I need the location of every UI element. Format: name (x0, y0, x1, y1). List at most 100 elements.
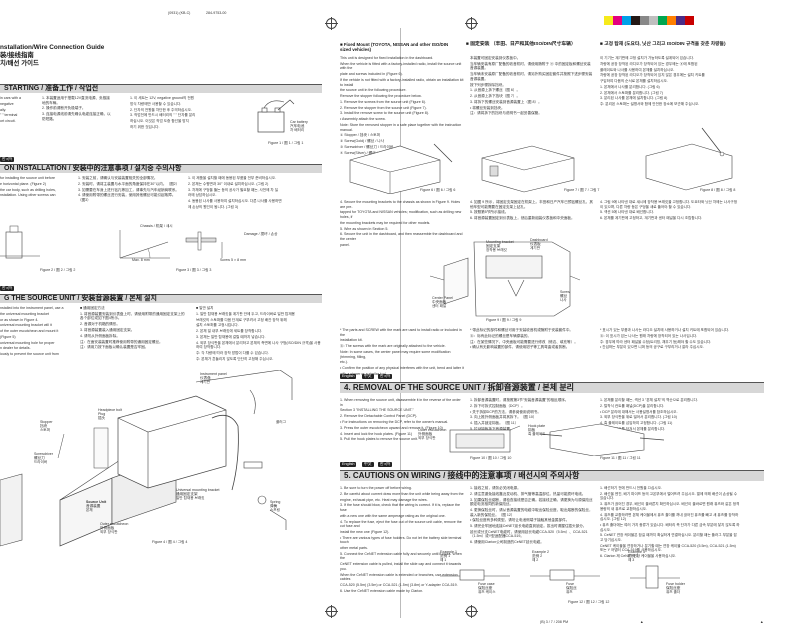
text-line: 1. 이 제품을 설치할 때에 동봉된 부품을 전부 준비하십시오. (188, 176, 277, 180)
text-line: Ⓐ：标有此标记的螺丝是车辆原装的。 (470, 333, 532, 338)
section-5-chinese: 1. 接线之前，请务必关闭电源。2. 请注意避免接线靠近发动机、排气管等高温部位… (470, 486, 594, 546)
figure-label-line: 훅 플레이트 (528, 432, 546, 436)
section-5-heading: 5. CAUTIONS ON WIRING / 接线中的注意事项 / 배선시의 … (344, 471, 580, 480)
figure-label-line: 保险丝座 (478, 586, 493, 590)
section-4-header: 4. REMOVAL OF THE SOURCE UNIT / 拆卸音源装置 /… (340, 382, 764, 393)
section-5-header: 5. CAUTIONS ON WIRING / 接线中的注意事项 / 배선시의 … (340, 470, 764, 481)
figure-9-caption: Figure 9 / 图 9 / 그림 9 (486, 318, 522, 322)
figure-label-line: 固定支架 (486, 244, 501, 248)
text-line: 주: 분리된 스토퍼는 설명서와 함께 안전한 장소에 보관해 주십시오. (600, 102, 700, 107)
figure-label-line: 中央面板 (432, 300, 447, 304)
figure-label-line: 계기판 (530, 246, 540, 250)
figure-label-line: Fuse (566, 582, 574, 586)
text-line: ③ Screwdriver / 螺丝刀 / 드라이버 (340, 144, 394, 149)
text-line: 3. 퓨즈가 끊어진 경우, 배선이 올바른지 확인하십시오. 배선이 올바르면… (600, 502, 740, 511)
text-line: other metal parts. (340, 546, 368, 551)
fixed-mount-notes-english: * The parts and SCREW with the mark are … (340, 328, 464, 378)
text-line: Note: Store the removed stopper in a saf… (340, 123, 462, 132)
text-line: 4. 외부 장식판을 본체에서 분리하고 본체의 측면에 나사 구멍(ISO/D… (196, 340, 321, 350)
footer-left: (B) 3 / 7 / 208 PM (540, 620, 569, 624)
doc-code: 284-9753-00 (206, 11, 227, 15)
figure-label-line: 외부 장식판 (418, 436, 436, 440)
text-line: 4. 如图 9 所示，将固定支架固定在机架上。丰田和日产汽车已预钻螺丝孔，其他车… (470, 200, 593, 209)
text-line: 플레이트와 나사를 사용하여 본체를 설치하십시오. (600, 67, 675, 72)
figure-4-caption: Figure 4 / 图 4 / 그림 4 (152, 540, 188, 544)
text-line: * The parts and SCREW with the mark are … (340, 328, 462, 337)
text-line: 6. 본체를 계기판에 고정하고, 계기판과 센터 패널을 다시 조립합니다. (600, 216, 703, 221)
color-swatch (685, 16, 694, 25)
text-line: 1. 일반 탑재용 브래킷을 계기판 안에 두고, 드라이버로 일반 탑재용 (196, 311, 295, 316)
figure-label-line: 保险丝座 (666, 586, 681, 590)
text-line: 3. 将拆下的螺丝安装到音源装置上（图 8）。 (470, 99, 542, 104)
figure-6-illustration (340, 140, 464, 195)
text-line: 2. 본체 일 내부 브래킷에 세트를 장착합니다. (196, 329, 263, 334)
figure-3-label-screw: Screw 5 × 8 mm (220, 258, 247, 262)
figure-label-line: 예 1 (440, 558, 447, 562)
fixed-mount-korean: 이 기기는 계기판에 고정 설치가 가능하도록 설계되어 있습니다.차량에 공장… (600, 56, 740, 108)
figure-label-line: 螺丝刀 (34, 456, 45, 460)
figure-label-line: Car battery (290, 120, 308, 124)
text-line: Ⓐ: 이 표시가 있는 나사는 원래 차량에 장착되어 있는 나사입니다. (600, 333, 698, 338)
figure-label-line: 본체 (86, 508, 93, 512)
text-line: Section 3 "INSTALLING THE SOURCE UNIT." (340, 408, 414, 413)
text-line: 브래킷의 스토퍼를 다음 단계로 구부려서 고정 배관 장착 위해 (196, 317, 287, 322)
text-line: 2. 安装时，请将主装置与水平面的角度保持在30°以内。（图2） (78, 181, 180, 186)
text-line: 차량에 공장 장착된 라디오가 장착되어 있는 경우에는 ⓐ에 포함된 (600, 61, 698, 66)
fixed-mount-notes-chinese: * 带此标记的部件和螺丝可用于安装收音机或随附于安装套件中。Ⓐ：标有此标记的螺丝… (470, 328, 594, 351)
text-line: ort circuit. (0, 119, 16, 124)
text-line: This unit is designed for fixed installa… (340, 56, 434, 60)
figure-label-line: 스토퍼 (40, 428, 50, 432)
color-swatch (622, 16, 631, 25)
text-line: panel. (340, 242, 350, 247)
figure-label-line: Universal mounting bracket (176, 488, 220, 492)
figure-label-line: 스프링 (270, 508, 280, 512)
section-5-english: 1. Be sure to turn the power off before … (340, 486, 464, 595)
text-line: 3. If the fuse should blow, check that t… (340, 503, 461, 512)
fixed-mount-steps-chinese: 4. 如图 9 所示，将固定支架固定在机架上。丰田和日产汽车已预钻螺丝孔，其他车… (470, 200, 594, 222)
text-line: 4. 更换保险丝时，请从音源装置的电缆中取出保险丝座，取出熔断的保险丝，装入新的… (470, 507, 593, 517)
figure-8-illustration (640, 126, 744, 192)
figure-2-label-max: Max. 8 mm (132, 258, 150, 262)
text-line: the source unit in the following procedu… (340, 88, 407, 93)
text-line: 延长或分支CeNET电缆时，请使用延长电缆CCA-520（5.5m）、CCA-5… (470, 529, 588, 539)
text-line: 5. 훅 플레이트를 당겨서 본체를 분리합니다. (600, 426, 666, 431)
text-line: 注：请将拆下的挡块与说明书一起妥善保管。 (470, 111, 542, 116)
text-line: • 关于拆卸DCP的方法，请参阅使用说明书。 (470, 409, 541, 414)
figure-label-line: 센터 패널 (432, 304, 447, 308)
text-line: 2. 탈착식 컨트롤 패널(DCP)을 분리합니다. (600, 403, 665, 408)
color-swatch (604, 16, 613, 25)
text-line: 차량에 공장 장착된 라디오가 장착되어 있지 않은 경우에는 설치 키트를 (600, 73, 705, 78)
figure-label-line: 螺丝 (560, 294, 568, 298)
text-line: engine, exhaust pipe, etc. Heat may dama… (340, 497, 428, 502)
text-line: 5. 拉动钩板拆下音源装置。 (470, 426, 514, 431)
section-4-heading: 4. REMOVAL OF THE SOURCE UNIT / 拆卸音源装置 /… (344, 383, 575, 392)
text-line: 구입하여 다음의 순서로 본체를 설치하십시오. (600, 79, 668, 84)
text-line: or as shown in Figure 4. (0, 317, 39, 322)
figure-label-line: Headpiece bolt (98, 408, 122, 412)
text-line: Note: In some cases, the center panel ma… (340, 349, 451, 359)
text-line: 5. Pull the hook plates to remove the so… (340, 437, 418, 442)
text-line: 주: 경우에 따라 센터 패널을 수정(트리밍, 채우기 등)해야 할 수도 있… (600, 339, 712, 344)
color-swatch (640, 16, 649, 25)
text-line: • 간섭하는 부분이 있으면 니퍼 등의 공구로 구부리거나 잘라 주십시오. (600, 345, 704, 350)
figure-label-line: Example 3 (628, 550, 645, 554)
text-line: CCA-520 (5.5m) (3.5m) or CCA-521 (1.5m) … (340, 582, 458, 587)
text-line: plate and screws included in (Figure 6). (340, 72, 403, 77)
text-line: 1. 본체를 분리할 때는, 섹션 3 "본체 설치"의 역순으로 분리합니다. (600, 398, 698, 402)
text-line: 2. Remove the Detachable Control Panel (… (340, 414, 418, 419)
text-line: 当车辆未安装原厂配备的收音机时，请另外购买固定套件并按照下述步骤安装音源装置。 (470, 72, 593, 81)
figure-label-line: Spring (270, 500, 281, 504)
text-line: 3. Install the remove screw to the sourc… (340, 111, 429, 116)
fixed-mount-heading-en: ■ Fixed Mount (TOYOTA, NISSAN and other … (340, 42, 449, 53)
color-swatch (631, 16, 640, 25)
text-line: 3. 如果保险丝熔断，请检查接线是否正确。若接线正确，请更换为与原保险丝额定电流… (470, 497, 593, 507)
text-line: 3. Press the outer escutcheon upward and… (340, 425, 443, 430)
